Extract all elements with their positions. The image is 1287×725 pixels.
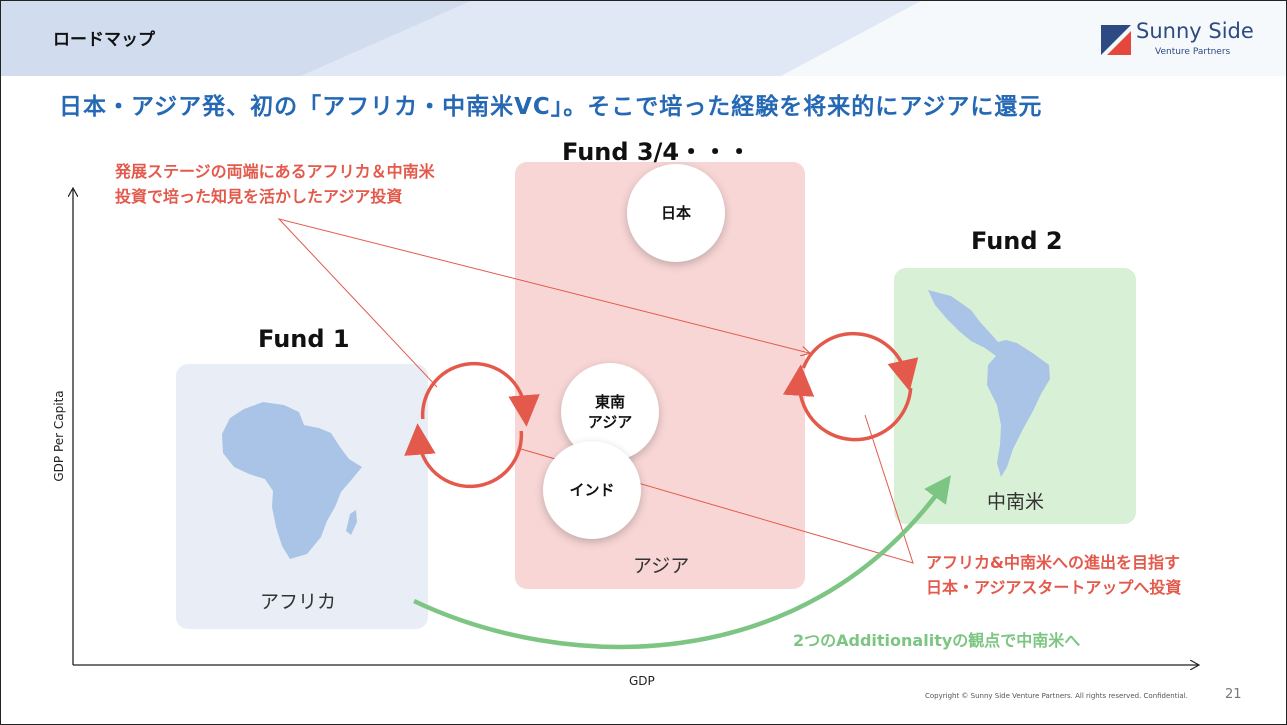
asia-investment-note-line1: 発展ステージの両端にあるアフリカ＆中南米: [115, 162, 435, 181]
latam-label: 中南米: [987, 491, 1045, 513]
africa-map-icon: [222, 402, 362, 559]
india-circle: インド: [543, 441, 641, 539]
startup-investment-note: アフリカ&中南米への進出を目指す 日本・アジアスタートアップへ投資: [926, 550, 1181, 600]
x-axis-label: GDP: [629, 674, 655, 688]
annotation-connector-left: [277, 218, 809, 388]
logo-subtitle: Venture Partners: [1155, 47, 1231, 57]
annotation-connector-right: [520, 414, 914, 564]
fund1-title: Fund 1: [258, 325, 350, 353]
y-axis-label: GDP Per Capita: [52, 390, 66, 482]
logo-mark-icon: [1101, 25, 1131, 55]
startup-investment-note-line2: 日本・アジアスタートアップへ投資: [926, 578, 1182, 597]
fund2-title: Fund 2: [971, 227, 1063, 255]
headline: 日本・アジア発、初の「アフリカ・中南米VC」。そこで培った経験を将来的にアジアに…: [59, 94, 1043, 120]
fund2-cycle-arrow-bottom: [782, 364, 913, 442]
fund34-title: Fund 3/4・・・: [562, 138, 752, 166]
madagascar-map-icon: [346, 510, 357, 535]
additionality-arrow: [413, 475, 951, 650]
slide-label: ロードマップ: [53, 30, 155, 50]
logo-name: Sunny Side: [1136, 19, 1254, 43]
additionality-note: 2つのAdditionalityの観点で中南米へ: [793, 631, 1081, 650]
copyright-text: Copyright © Sunny Side Venture Partners.…: [925, 692, 1188, 700]
latam-map-icon: [928, 290, 1050, 477]
fund1-cycle-arrow-bottom: [404, 423, 524, 489]
fund1-cycle-arrow-top: [420, 361, 540, 427]
page-number: 21: [1225, 687, 1242, 702]
japan-circle: 日本: [627, 164, 725, 262]
asia-investment-note: 発展ステージの両端にあるアフリカ＆中南米 投資で培った知見を活かしたアジア投資: [115, 159, 435, 209]
company-logo: Sunny Side Venture Partners: [1099, 19, 1259, 63]
asia-label: アジア: [633, 555, 690, 577]
fund2-cycle-arrow-top: [801, 331, 919, 392]
asia-investment-note-line2: 投資で培った知見を活かしたアジア投資: [115, 187, 403, 206]
startup-investment-note-line1: アフリカ&中南米への進出を目指す: [926, 553, 1180, 572]
header-background: [1, 1, 1286, 76]
africa-label: アフリカ: [260, 591, 337, 613]
